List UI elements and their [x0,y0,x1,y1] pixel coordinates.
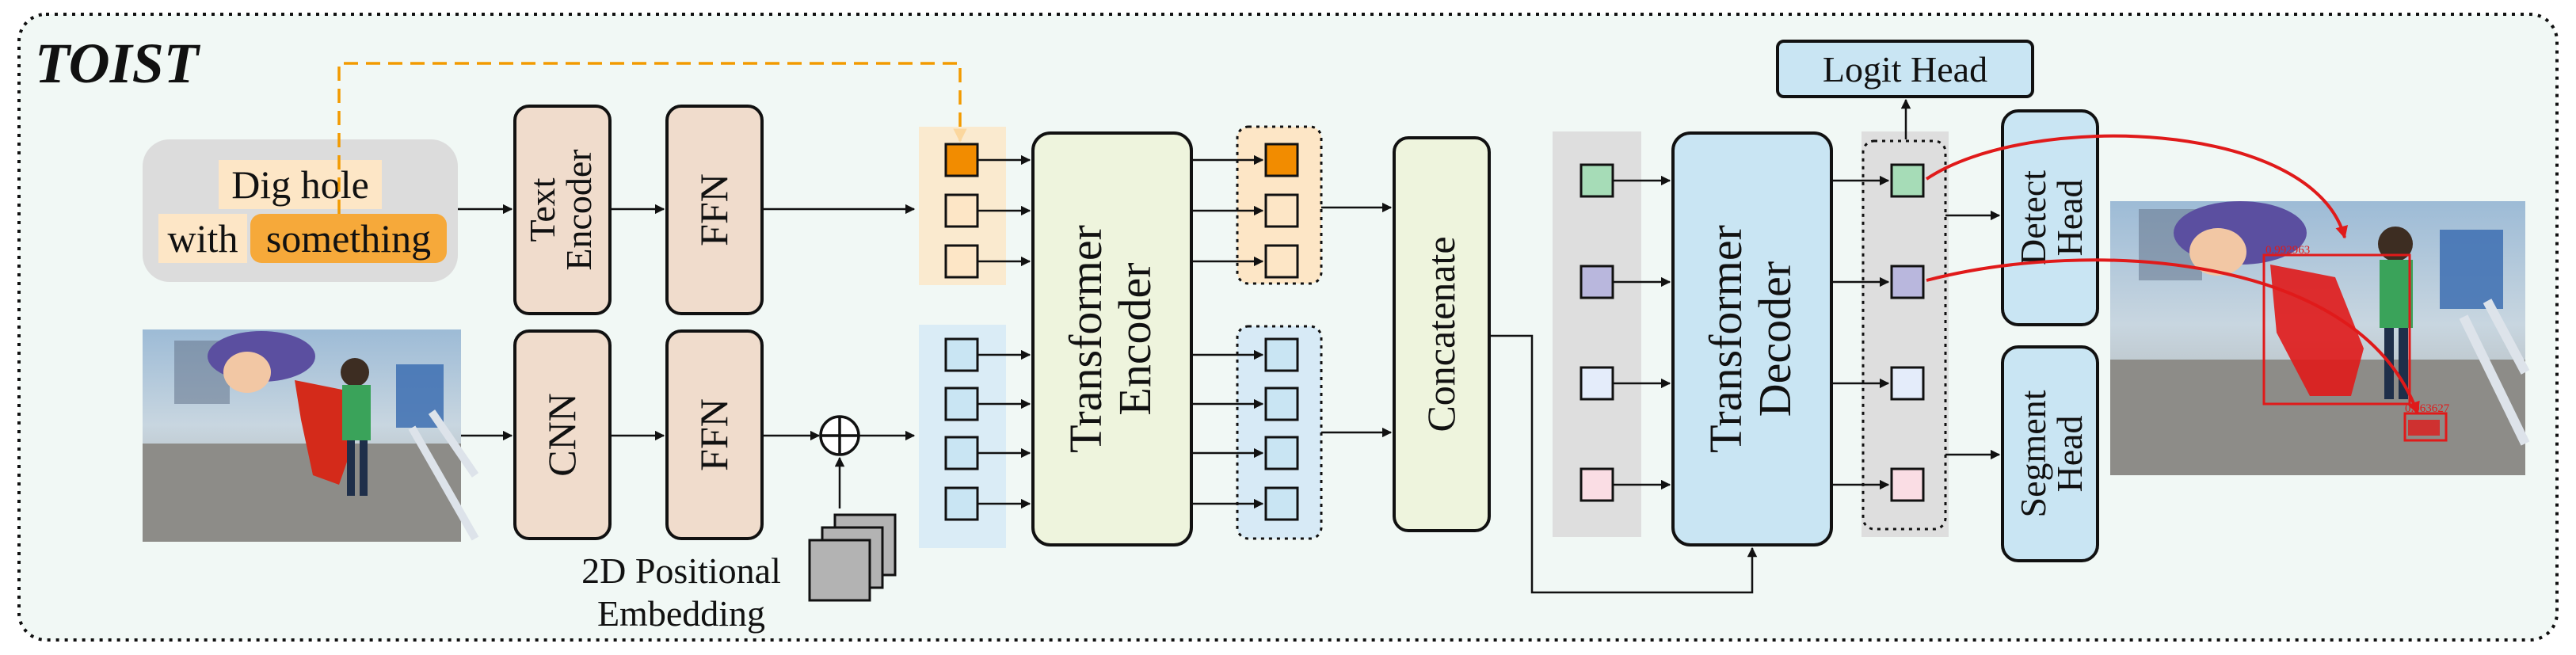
detect-head-label-line1: Detect [2013,170,2053,265]
detection-score-bottom: 0.963627 [2405,402,2450,415]
query-line1-bg [219,160,382,209]
transformer-encoder-block [1031,131,1193,546]
object-query-pink [1580,467,1614,502]
text-token [944,193,979,228]
decoder-output-green [1890,163,1925,198]
transformer-decoder-block [1671,131,1833,546]
decoder-output-panel [1862,139,1947,531]
query-prefix-bg [158,214,247,263]
object-query-purple [1580,265,1614,299]
image-token [944,486,979,521]
diagram-title: TOIST [35,32,201,95]
query-highlight-bg [250,214,447,263]
image-token [944,337,979,372]
text-token [944,244,979,279]
prediction-link-segment [1926,258,2420,415]
concatenate-label: Concatenate [1419,236,1463,432]
detect-head-label-line2: Head [2049,179,2090,256]
decoder-output-purple [1890,265,1925,299]
cnn-label: CNN [539,393,584,477]
encoded-image-token [1264,486,1299,521]
prediction-link-detect [1925,134,2348,239]
query-prefix: with [168,216,238,261]
detect-head-block [2001,109,2099,326]
object-query-blue [1580,366,1614,401]
transformer-encoder-label-line2: Encoder [1109,262,1160,415]
query-line1: Dig hole [231,162,369,207]
query-highlight: something [266,216,431,261]
detection-box-top [2262,253,2411,406]
decoder-output-pink [1890,467,1925,502]
positional-embedding-line2: Embedding [597,593,765,634]
encoded-text-token [1264,244,1299,279]
connectors [458,98,2001,594]
positional-embedding-line1: 2D Positional [581,550,781,591]
decoder-output-blue [1890,366,1925,401]
detection-box-bottom [2403,412,2448,442]
encoded-text-token-active [1264,143,1299,177]
text-encoder-label-line2: Encoder [558,149,599,270]
encoded-image-token [1264,436,1299,470]
encoded-image-token [1264,387,1299,421]
positional-embedding-stack [808,513,897,602]
text-token-active [944,143,979,177]
text-ffn-label: FFN [692,173,736,246]
object-query-green [1580,163,1614,198]
logit-head-block [1776,40,2034,98]
encoded-image-token [1264,337,1299,372]
highlight-pointer [337,62,967,214]
text-encoder-label-line1: Text [522,177,562,242]
segment-head-label-line2: Head [2049,415,2090,492]
segment-head-label-line1: Segment [2013,390,2053,517]
segment-head-block [2001,345,2099,562]
concatenate-block [1393,136,1491,532]
logit-head-label: Logit Head [1823,49,1987,89]
detection-score-top: 0.992963 [2265,244,2310,257]
input-image [143,329,479,542]
output-image: 0.992963 0.963627 [2110,201,2530,475]
transformer-decoder-label-line1: Transformer [1700,225,1751,453]
encoded-image-token-panel [1236,325,1323,540]
transformer-decoder-label-line2: Decoder [1749,261,1801,417]
segmentation-mask [2270,265,2364,396]
image-token [944,387,979,421]
image-token [944,436,979,470]
image-ffn-label: FFN [692,398,736,471]
encoded-text-token [1264,193,1299,228]
transformer-encoder-label-line1: Transformer [1060,225,1111,453]
